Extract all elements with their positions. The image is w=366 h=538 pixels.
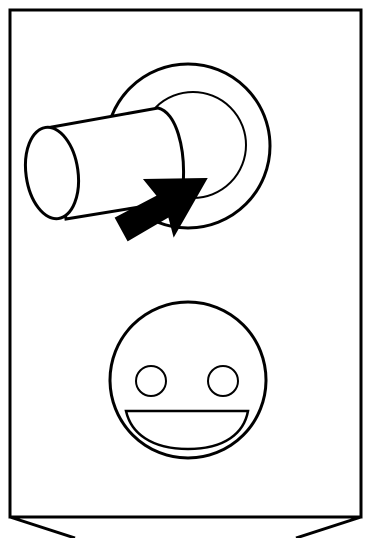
- smiley-face-icon: [110, 302, 266, 458]
- face-left-eye: [136, 366, 166, 396]
- face-right-eye: [208, 366, 238, 396]
